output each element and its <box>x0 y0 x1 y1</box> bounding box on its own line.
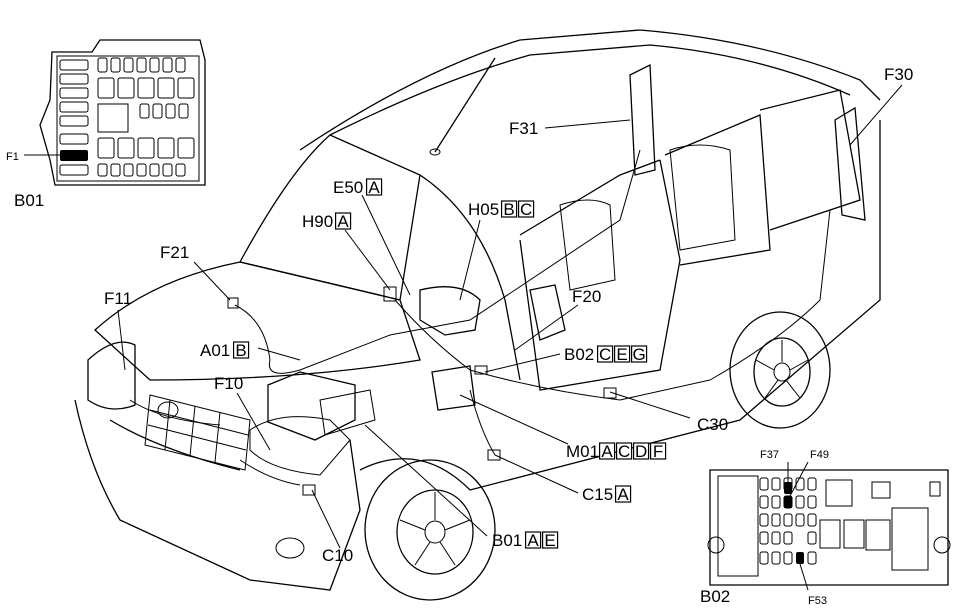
variant-letter: B <box>235 341 246 360</box>
callout-b01: B01 <box>14 191 44 210</box>
fuse-box-b01-inset <box>24 39 206 186</box>
rear-wheel <box>729 311 831 429</box>
callout-code: C30 <box>697 415 728 434</box>
variant-letter: A <box>337 212 349 231</box>
callout-b02: B02 <box>700 587 730 606</box>
callout-code: F21 <box>160 243 189 262</box>
fuse-f53-highlight <box>796 552 804 564</box>
variant-letter: C <box>599 345 611 364</box>
callout-code: F49 <box>810 449 829 461</box>
variant-letter: B <box>503 200 514 219</box>
variant-letter: C <box>618 442 630 461</box>
callout-e50: E50 A <box>333 178 383 197</box>
variant-box <box>615 442 633 460</box>
variant-box <box>517 200 535 218</box>
callout-code: C10 <box>322 546 353 565</box>
callout-c10: C10 <box>322 546 353 565</box>
variant-box <box>232 341 250 359</box>
callout-f20: F20 <box>572 287 601 306</box>
callout-code: F31 <box>509 119 538 138</box>
callout-f37: F37 <box>760 449 779 461</box>
variant-letter: A <box>368 178 380 197</box>
callout-f21: F21 <box>160 243 189 262</box>
callout-code: F20 <box>572 287 601 306</box>
callout-code: F37 <box>760 449 779 461</box>
variant-box <box>541 531 559 549</box>
fuse-box-b02-inset <box>707 461 951 591</box>
variant-box <box>596 345 614 363</box>
callout-f30: F30 <box>884 65 913 84</box>
variant-box <box>500 200 518 218</box>
variant-box <box>649 442 667 460</box>
callout-a01: A01 B <box>200 341 250 360</box>
callout-code: A01 <box>200 341 230 360</box>
van-body <box>74 29 881 601</box>
variant-box <box>365 178 383 196</box>
callout-f1: F1 <box>6 151 19 163</box>
variant-box <box>614 485 632 503</box>
callout-code: B01 <box>14 191 44 210</box>
variant-box <box>613 345 631 363</box>
callout-c30: C30 <box>697 415 728 434</box>
callout-code: H05 <box>468 200 499 219</box>
callout-f11: F11 <box>104 289 132 308</box>
callout-code: B02 <box>564 345 594 364</box>
variant-letter: E <box>616 345 627 364</box>
variant-letter: C <box>520 200 532 219</box>
callout-f10: F10 <box>214 374 243 393</box>
variant-box <box>632 442 650 460</box>
callout-code: B02 <box>700 587 730 606</box>
callout-f31: F31 <box>509 119 538 138</box>
variant-letter: E <box>544 531 555 550</box>
callout-code: C15 <box>582 485 613 504</box>
callout-code: F1 <box>6 151 19 163</box>
variant-letter: A <box>527 531 539 550</box>
callout-code: F11 <box>104 289 132 308</box>
callout-code: H90 <box>302 212 333 231</box>
callout-code: B01 <box>492 531 522 550</box>
variant-box <box>334 212 352 230</box>
variant-letter: A <box>601 442 613 461</box>
callout-f53: F53 <box>808 595 827 607</box>
callout-code: E50 <box>333 178 363 197</box>
variant-letter: F <box>653 442 663 461</box>
leader-lines <box>117 84 903 549</box>
variant-box <box>524 531 542 549</box>
variant-letter: G <box>632 345 645 364</box>
variant-box <box>630 345 648 363</box>
fuse-f1-highlight <box>60 150 88 161</box>
variant-letter: A <box>617 485 629 504</box>
variant-box <box>598 442 616 460</box>
callout-code: M01 <box>566 442 599 461</box>
fuse-f37-highlight <box>784 482 792 494</box>
variant-letter: D <box>635 442 647 461</box>
callout-f49: F49 <box>810 449 829 461</box>
callout-code: F53 <box>808 595 827 607</box>
callout-code: F30 <box>884 65 913 84</box>
fuse-f49-highlight <box>784 496 792 508</box>
front-wheel <box>364 459 496 601</box>
callout-code: F10 <box>214 374 243 393</box>
